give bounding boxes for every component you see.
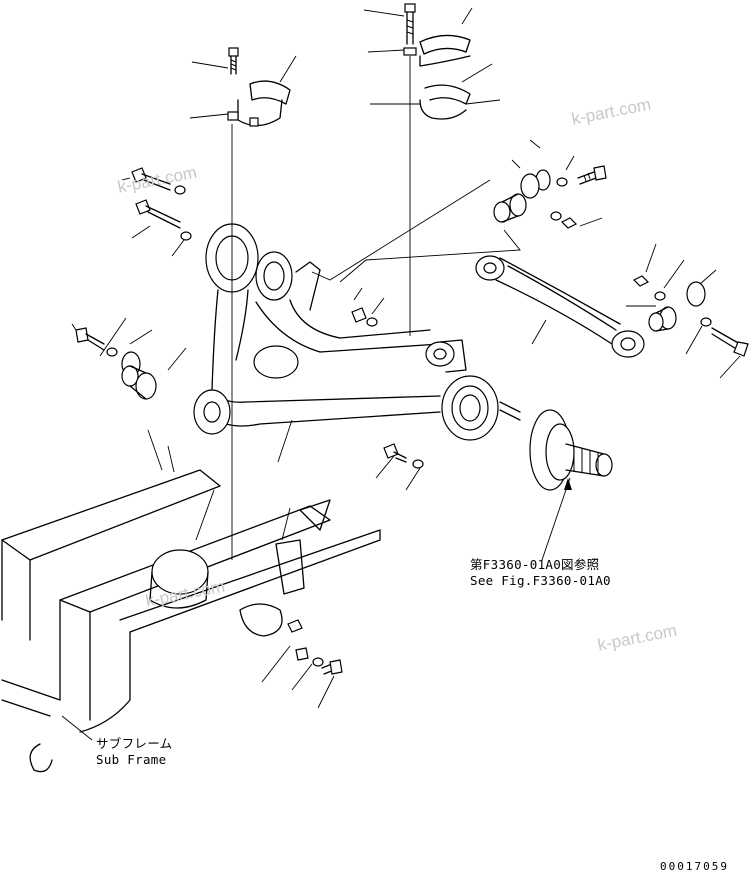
bushing-lower	[648, 306, 677, 332]
washer	[106, 347, 118, 357]
washer	[174, 185, 186, 195]
top-center-bolt	[403, 3, 417, 56]
nut	[295, 647, 309, 661]
subframe-bolt	[321, 659, 343, 675]
right-bolt-lower	[711, 327, 749, 357]
sub-frame	[1, 469, 381, 773]
drawing-number: 00017059	[660, 860, 729, 873]
left-bolt-upper	[131, 167, 171, 191]
left-bolt-middle	[135, 199, 181, 229]
washer	[556, 177, 568, 187]
top-left-bolt	[228, 47, 239, 75]
bushing-left	[121, 365, 157, 400]
bolt-shank	[393, 451, 407, 463]
washer	[180, 231, 192, 241]
bushing-cap	[520, 173, 540, 199]
subframe-label-en: Sub Frame	[96, 752, 167, 767]
right-bolt-upper	[577, 165, 607, 185]
subframe-label-jp: サブフレーム	[96, 736, 173, 751]
washer	[312, 657, 324, 667]
leader-lines	[61, 7, 741, 741]
washer	[700, 317, 712, 327]
washer	[654, 291, 666, 301]
top-left-strap-clamp	[227, 80, 291, 127]
nut	[560, 217, 578, 229]
bracket-plate	[287, 619, 303, 633]
top-center-strap-halves	[419, 34, 471, 120]
washer	[412, 459, 424, 469]
bolt-head	[383, 443, 399, 459]
lateral-rod	[475, 255, 645, 358]
bushing-cap	[686, 281, 706, 307]
axle-flange-shaft	[499, 401, 613, 491]
bushing-upper	[493, 193, 527, 223]
reference-note-jp: 第F3360-01A0図参照	[470, 557, 600, 572]
nut	[351, 307, 367, 323]
left-bolt-lower	[75, 327, 105, 351]
washer	[550, 211, 562, 221]
reference-note-en: See Fig.F3360-01A0	[470, 573, 611, 588]
axle-housing	[193, 223, 499, 441]
nut	[632, 275, 650, 287]
washer	[366, 317, 378, 327]
